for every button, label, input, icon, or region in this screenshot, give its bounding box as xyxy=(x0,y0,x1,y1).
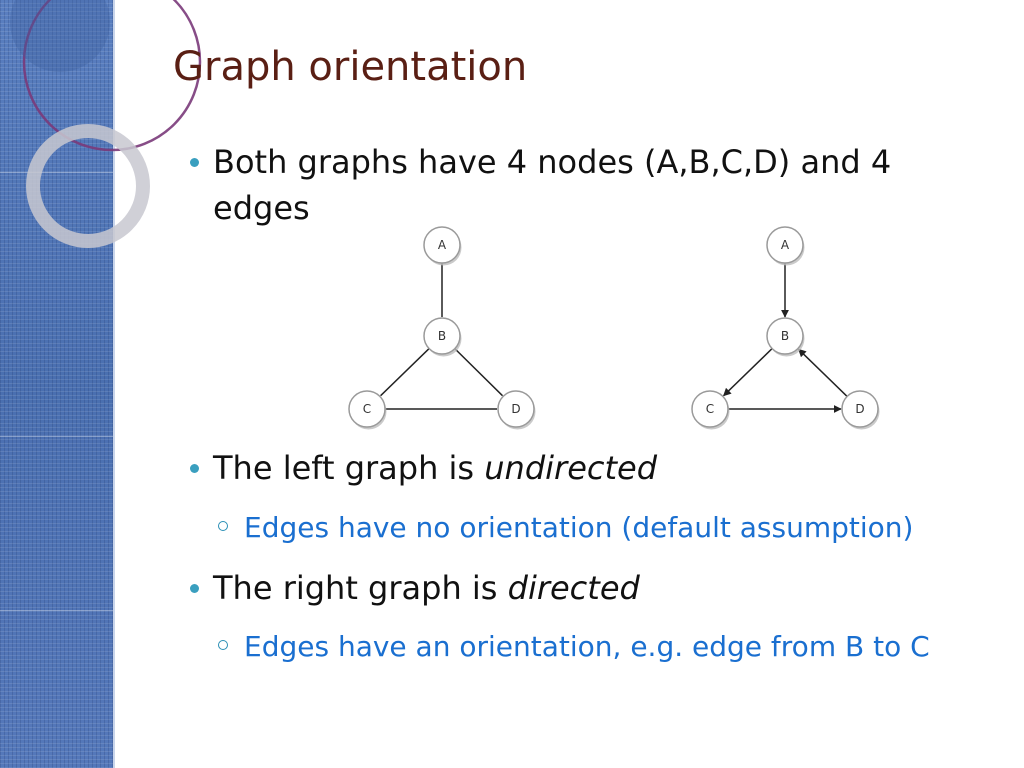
bullet-dot-icon xyxy=(190,158,199,167)
node-circle xyxy=(691,390,729,428)
node-label: C xyxy=(706,402,714,416)
node-label: A xyxy=(438,238,447,252)
node-label: B xyxy=(438,329,446,343)
edge-b-d xyxy=(454,348,504,397)
sub-bullet-item: Edges have no orientation (default assum… xyxy=(218,508,914,548)
node-label: D xyxy=(855,402,864,416)
sidebar-seam xyxy=(0,610,113,611)
node-circle xyxy=(841,390,879,428)
node-circle xyxy=(348,390,386,428)
node-circle xyxy=(497,390,535,428)
bullet-item: Both graphs have 4 nodes (A,B,C,D) and 4… xyxy=(190,139,892,231)
bullet-emphasis: directed xyxy=(507,569,640,607)
undirected-graph: A B C D xyxy=(348,226,536,430)
bullet-text-continued: edges xyxy=(213,189,310,227)
sub-bullet-text: Edges have an orientation, e.g. edge fro… xyxy=(244,630,930,663)
node-label: A xyxy=(781,238,790,252)
sub-bullet-text: Edges have no orientation (default assum… xyxy=(244,511,914,544)
bullet-dot-icon xyxy=(190,584,199,593)
graph-diagrams: A B C D A B C D xyxy=(348,226,880,430)
bullet-emphasis: undirected xyxy=(484,449,658,487)
node-circle xyxy=(423,317,461,355)
sidebar-seam xyxy=(0,172,113,173)
bullet-dot-icon xyxy=(190,464,199,473)
bullet-text: Both graphs have 4 nodes (A,B,C,D) and 4 xyxy=(213,143,892,181)
node-label: D xyxy=(511,402,520,416)
directed-graph: A B C D xyxy=(691,226,880,430)
node-c: C xyxy=(691,390,730,430)
sub-bullet-ring-icon xyxy=(218,640,228,650)
edge-b-c xyxy=(380,348,430,397)
edge-d-b xyxy=(798,348,848,397)
decorative-rings xyxy=(10,0,202,248)
node-circle xyxy=(766,317,804,355)
node-d: D xyxy=(497,390,536,430)
node-a: A xyxy=(423,226,462,266)
bullet-text: The left graph is xyxy=(213,449,485,487)
node-b: B xyxy=(766,317,805,357)
node-circle xyxy=(766,226,804,264)
bullet-item: The left graph is undirected xyxy=(190,445,658,491)
sub-bullet-ring-icon xyxy=(218,521,228,531)
bullet-text: The right graph is xyxy=(213,569,508,607)
edge-b-c xyxy=(723,348,773,397)
sidebar-seam xyxy=(0,436,113,437)
sub-bullet-item: Edges have an orientation, e.g. edge fro… xyxy=(218,627,930,667)
node-c: C xyxy=(348,390,387,430)
node-b: B xyxy=(423,317,462,357)
node-label: B xyxy=(781,329,789,343)
node-circle xyxy=(423,226,461,264)
node-label: C xyxy=(363,402,371,416)
slide-title: Graph orientation xyxy=(173,44,528,90)
node-a: A xyxy=(766,226,805,266)
node-d: D xyxy=(841,390,880,430)
bullet-item: The right graph is directed xyxy=(190,565,640,611)
